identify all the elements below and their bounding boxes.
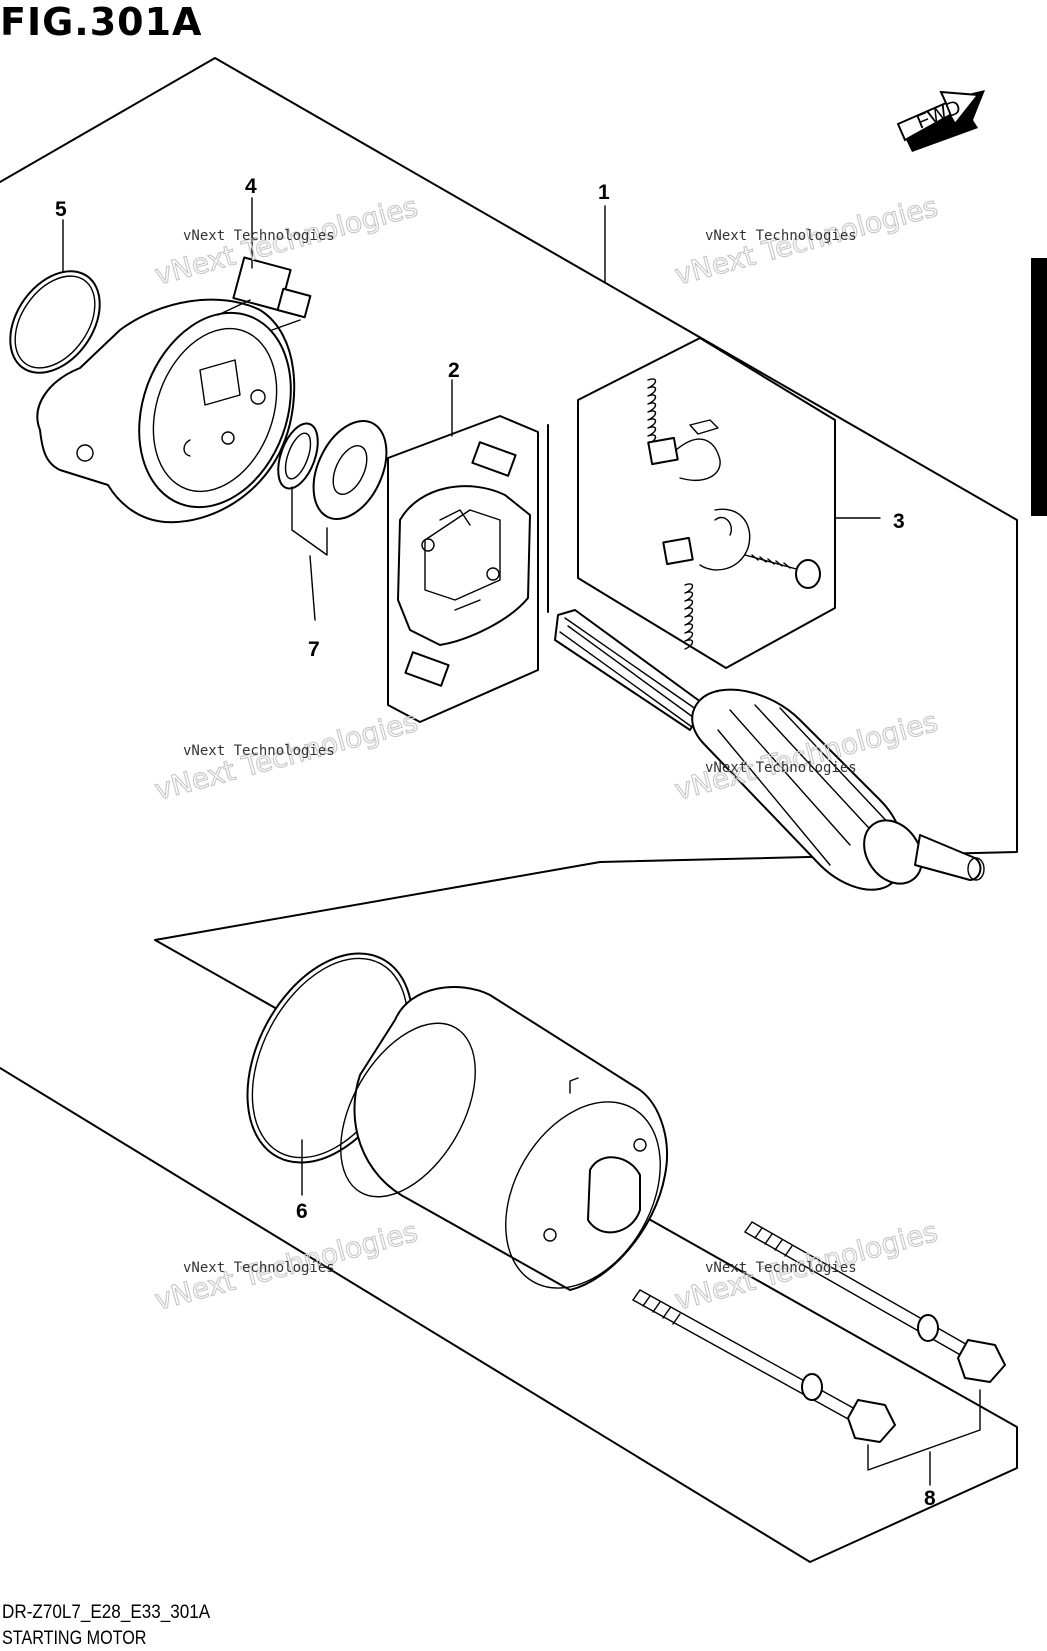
washer-part-7 [277,419,388,621]
armature [554,609,985,891]
callout-8: 8 [924,1487,936,1510]
spring-upper [647,378,657,445]
section-tab [1031,258,1047,516]
watermark-top-right: vNext Technologies vNext Technologies [671,189,942,292]
watermark-mid-left: vNext Technologies vNext Technologies [151,704,422,807]
callout-3: 3 [893,510,905,533]
svg-text:vNext Technologies: vNext Technologies [183,228,335,244]
screw [744,554,821,589]
callout-4: 4 [245,175,257,198]
fwd-arrow-icon: FWD [896,90,985,152]
callout-6: 6 [296,1200,308,1223]
brush-holder-part-2 [387,379,539,723]
bolts-part-8 [632,1221,1006,1486]
motor-yoke [340,986,669,1291]
svg-text:vNext Technologies: vNext Technologies [705,1260,857,1276]
oring-part-5 [9,270,101,374]
svg-text:vNext Technologies: vNext Technologies [183,1260,335,1276]
watermark-bottom-left: vNext Technologies vNext Technologies [151,1214,422,1317]
callout-5: 5 [55,198,67,221]
svg-text:vNext Technologies: vNext Technologies [705,760,857,776]
brush-set-part-3 [547,337,881,669]
callout-1: 1 [598,181,610,204]
bolt-lower [632,1289,896,1443]
assembly-boundary [0,57,1018,1563]
bolt-upper [744,1221,1006,1383]
callout-7: 7 [308,638,320,661]
svg-text:vNext Technologies: vNext Technologies [705,228,857,244]
figure-name: STARTING MOTOR [2,1628,147,1649]
figure-title: FIG.301A [0,0,203,44]
end-housing-part-4 [36,256,312,524]
watermark-bottom-right: vNext Technologies vNext Technologies [671,1214,942,1317]
svg-text:vNext Technologies: vNext Technologies [183,743,335,759]
spring-lower [684,583,694,650]
figure-code: DR-Z70L7_E28_E33_301A [2,1602,211,1623]
callout-2: 2 [448,359,460,382]
